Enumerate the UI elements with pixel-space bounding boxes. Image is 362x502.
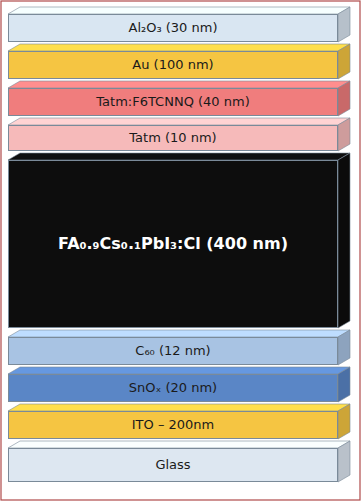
layer-label: SnOₓ (20 nm) [129,381,217,396]
slab-faces [8,7,350,42]
slab-faces [8,153,350,328]
layer-box: C₆₀ (12 nm) [8,337,338,365]
layer-label: Au (100 nm) [132,58,213,73]
slab-top-face [8,7,350,14]
slab-faces [8,81,350,116]
slab-top-face [8,118,350,125]
slab-top-face [8,330,350,337]
layer-label: Glass [155,458,190,473]
layer-label: ITO – 200nm [132,418,215,433]
slab-side-face [338,7,350,42]
layer-label: C₆₀ (12 nm) [135,344,210,359]
layer-label: Tatm:F6TCNNQ (40 nm) [96,95,249,110]
layer-label: Tatm (10 nm) [129,131,216,146]
slab-top-face [8,404,350,411]
slab-faces [8,441,350,482]
slab-side-face [338,330,350,365]
slab-side-face [338,441,350,482]
layer-label: FA₀.₉Cs₀.₁PbI₃:Cl (400 nm) [58,235,288,253]
slab-faces [8,330,350,365]
layer-box: Au (100 nm) [8,51,338,79]
slab-faces [8,118,350,151]
slab-faces [8,367,350,402]
slab-side-face [338,44,350,79]
layer-box: FA₀.₉Cs₀.₁PbI₃:Cl (400 nm) [8,160,338,328]
layer-label: Al₂O₃ (30 nm) [128,21,217,36]
layer-box: ITO – 200nm [8,411,338,439]
slab-top-face [8,367,350,374]
slab-top-face [8,81,350,88]
layer-box: Al₂O₃ (30 nm) [8,14,338,42]
slab-side-face [338,367,350,402]
slab-faces [8,44,350,79]
slab-faces [8,404,350,439]
layer-box: SnOₓ (20 nm) [8,374,338,402]
slab-side-face [338,404,350,439]
layer-box: Tatm (10 nm) [8,125,338,151]
slab-top-face [8,44,350,51]
slab-side-face [338,153,350,328]
slab-top-face [8,441,350,448]
slab-side-face [338,118,350,151]
layer-box: Tatm:F6TCNNQ (40 nm) [8,88,338,116]
layer-box: Glass [8,448,338,482]
slab-top-face [8,153,350,160]
slab-side-face [338,81,350,116]
